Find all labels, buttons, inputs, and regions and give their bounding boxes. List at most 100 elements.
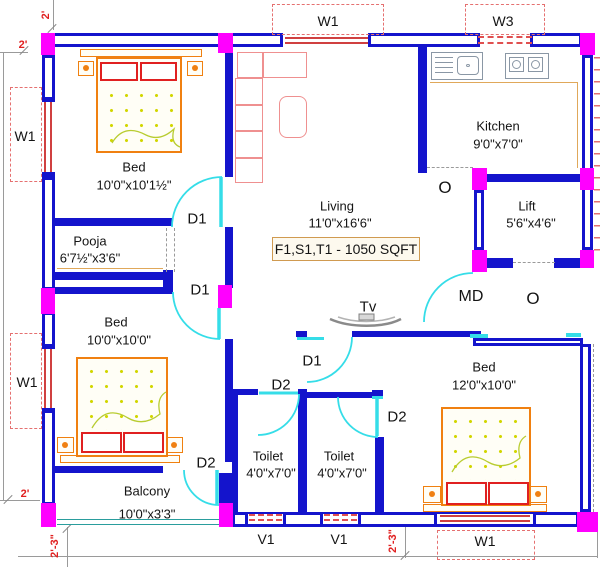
sofa-seat: [235, 105, 263, 131]
table-dot: [429, 491, 435, 497]
window-cap: [248, 512, 283, 514]
area-label-box: F1,S1,T1 - 1050 SQFT: [272, 237, 420, 261]
dim-line: [18, 556, 598, 557]
wall-segment: [163, 270, 173, 294]
column: [580, 250, 594, 268]
room-label-kitchen: Kitchen: [476, 118, 520, 134]
bed-pattern: [444, 410, 528, 480]
window-cap: [42, 408, 55, 413]
wall-segment: [368, 33, 480, 47]
door-sill: [470, 334, 488, 338]
window-cap: [42, 172, 55, 177]
wall-segment: [55, 218, 173, 226]
door-label-d1: D1: [190, 281, 210, 299]
wall-segment: [283, 512, 323, 527]
opening-dashed: [427, 167, 473, 168]
opening-label-o: O: [526, 289, 540, 308]
wall-segment: [42, 33, 283, 47]
coffee-table: [279, 96, 307, 138]
wall-segment: [42, 177, 55, 290]
ventilator-v1: [324, 514, 357, 516]
room-label-pooja: Pooja: [73, 233, 107, 249]
ventilator-v1: [249, 514, 282, 516]
window-label-w1: W1: [317, 13, 339, 29]
window-cap: [248, 524, 283, 527]
room-size-lift: 5'6"x4'6": [506, 215, 556, 231]
dim-line: [405, 520, 406, 558]
pillow: [446, 482, 487, 505]
sofa-seat: [263, 52, 307, 78]
room-label-bed3: Bed: [472, 359, 496, 375]
column: [472, 250, 487, 272]
pooja-opening: [166, 228, 167, 272]
wall-segment: [474, 190, 484, 250]
wall-segment: [487, 258, 513, 268]
bed-pattern: [80, 360, 164, 430]
door-label-d1: D1: [302, 352, 322, 370]
column: [577, 512, 598, 532]
balcony-rail: [57, 524, 222, 525]
window-cap: [437, 524, 533, 527]
dim-label-2ft: 2': [18, 39, 28, 51]
door-label-md: MD: [458, 288, 484, 305]
wall-segment: [473, 338, 583, 346]
tv-symbol: [329, 313, 402, 327]
door-arc-d1-bed2: [172, 291, 221, 340]
sink-drainboard: [435, 57, 453, 75]
bed-pattern: [100, 84, 178, 150]
wall-segment: [533, 512, 579, 527]
pooja-shelf: [57, 268, 163, 269]
ventilator-v1: [249, 519, 282, 521]
sofa-seat: [235, 158, 263, 183]
tv-label: Tv: [359, 298, 377, 316]
sofa-seat: [235, 131, 263, 158]
sink-drain: [466, 64, 470, 67]
window-w3: [478, 42, 532, 44]
door-arc-d2-toilet2: [337, 396, 379, 438]
room-label-bed2: Bed: [104, 314, 128, 330]
sofa-seat: [237, 52, 263, 78]
wall-segment: [232, 395, 238, 512]
table-dot: [171, 442, 177, 448]
pillow: [100, 62, 138, 81]
door-arc-d2-toilet1: [257, 393, 300, 436]
room-size-balcony: 10'0"x3'3": [118, 506, 176, 522]
door-sill: [372, 396, 383, 399]
pooja-opening: [174, 228, 175, 272]
window-label-w1: W1: [14, 128, 36, 144]
kitchen-counter: [577, 83, 578, 168]
dim-label-2ft: 2': [40, 10, 52, 20]
column: [41, 503, 56, 527]
room-label-bed1: Bed: [122, 159, 146, 175]
window-box-w1: [10, 87, 42, 182]
pillow: [123, 432, 164, 453]
room-label-toilet1: Toilet: [252, 448, 284, 464]
wall-segment: [55, 272, 163, 280]
door-sill: [297, 337, 324, 340]
door-label-d2: D2: [196, 454, 216, 472]
wall-segment: [42, 312, 55, 348]
window-box-w1: [10, 333, 42, 429]
door-sill: [566, 333, 581, 337]
room-label-living: Living: [320, 198, 354, 214]
window-box-w3: [465, 4, 545, 35]
wall-segment: [358, 512, 437, 527]
room-size-toilet1: 4'0"x7'0": [246, 465, 296, 481]
sofa-seat: [235, 78, 263, 105]
dim-line: [0, 500, 40, 501]
table-dot: [83, 65, 89, 71]
wall-segment: [582, 55, 593, 250]
wall-segment: [352, 331, 473, 337]
stove-burner-ring: [512, 60, 521, 69]
window-box-w1: [272, 4, 384, 35]
window-box-w1: [437, 530, 535, 560]
window-cap: [42, 344, 55, 349]
room-label-lift: Lift: [518, 198, 536, 214]
wall-segment: [232, 389, 258, 395]
room-size-kitchen: 9'0"x7'0": [473, 136, 523, 152]
ventilator-label-v1: V1: [330, 531, 348, 547]
opening-dashed: [513, 262, 555, 263]
pillow: [488, 482, 529, 505]
column: [41, 288, 55, 314]
